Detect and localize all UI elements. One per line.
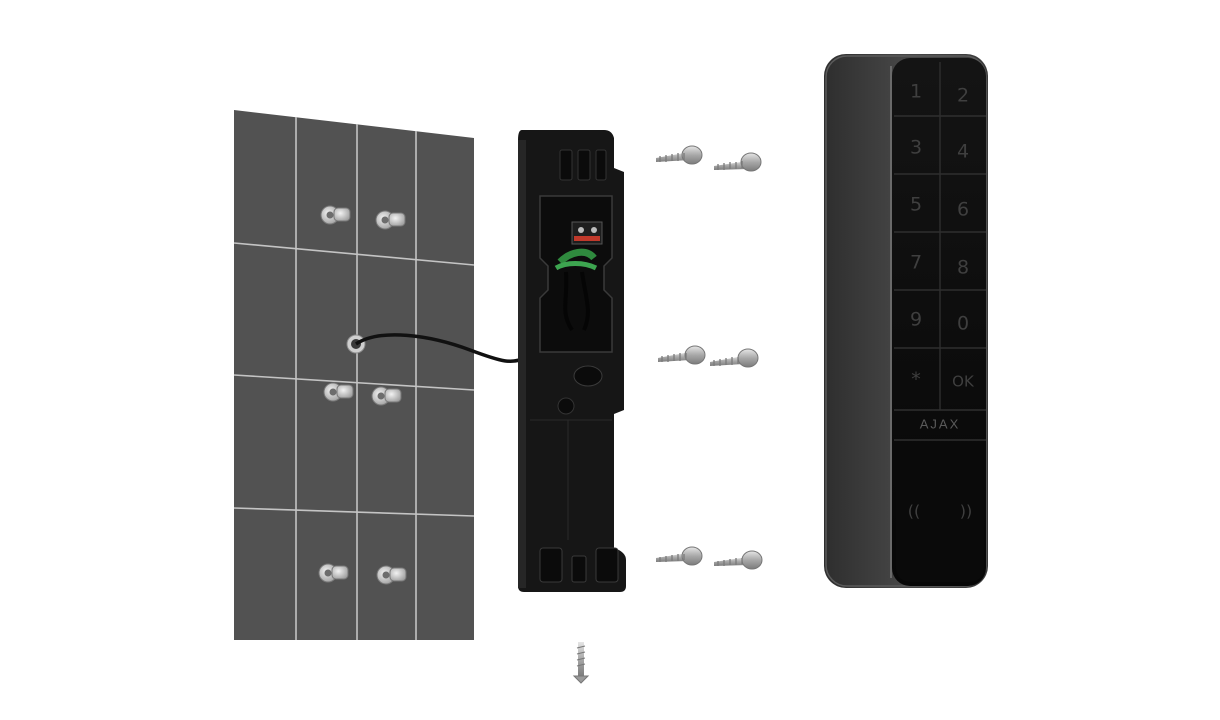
mounting-screw xyxy=(656,145,703,165)
bottom-latch xyxy=(539,547,619,583)
mounting-panel-side-edge xyxy=(518,140,526,588)
terminal-wires xyxy=(554,248,598,332)
wall-plug xyxy=(376,565,407,585)
nfc-right-icon: )) xyxy=(960,502,972,521)
wall-surface xyxy=(234,110,474,640)
wall-plug xyxy=(318,563,349,583)
key-1[interactable]: 1 xyxy=(910,81,922,103)
mounting-screw xyxy=(658,345,706,365)
tiled-wall xyxy=(233,110,475,640)
brand-logo: AJAX xyxy=(920,416,961,431)
screw-hole xyxy=(557,397,575,415)
mounting-panel xyxy=(518,130,626,592)
mounting-screw xyxy=(710,348,759,368)
key-7[interactable]: 7 xyxy=(910,252,922,274)
key-9[interactable]: 9 xyxy=(910,309,922,331)
key-ok[interactable]: OK xyxy=(952,373,975,391)
terminal-compartment xyxy=(539,195,613,353)
mounting-screw xyxy=(714,550,763,570)
mounting-screw xyxy=(656,546,703,566)
locking-screw xyxy=(572,642,590,684)
top-latch xyxy=(559,149,607,181)
nfc-reader-area xyxy=(896,442,984,582)
wall-plug xyxy=(320,205,351,225)
tamper-button xyxy=(573,365,603,387)
terminal-red-marker xyxy=(574,236,600,241)
mounting-screw xyxy=(714,152,762,172)
wall-plug xyxy=(375,210,406,230)
power-cable xyxy=(355,333,529,363)
nfc-left-icon: (( xyxy=(908,502,920,521)
key-6[interactable]: 6 xyxy=(957,199,969,221)
keypad-device: 1 2 3 4 5 6 7 8 9 0 * OK AJAX (( )) xyxy=(824,54,988,588)
key-asterisk[interactable]: * xyxy=(911,369,921,391)
keypad-keys: 1 2 3 4 5 6 7 8 9 0 * OK xyxy=(910,81,975,391)
key-3[interactable]: 3 xyxy=(910,137,922,159)
key-0[interactable]: 0 xyxy=(957,313,969,335)
key-2[interactable]: 2 xyxy=(957,85,969,107)
key-8[interactable]: 8 xyxy=(957,257,969,279)
wall-plug xyxy=(323,382,354,402)
wall-grout-lines xyxy=(233,117,475,640)
key-5[interactable]: 5 xyxy=(910,194,922,216)
keypad-grid-lines xyxy=(894,62,986,441)
wall-plug xyxy=(371,386,402,406)
key-4[interactable]: 4 xyxy=(957,141,969,163)
